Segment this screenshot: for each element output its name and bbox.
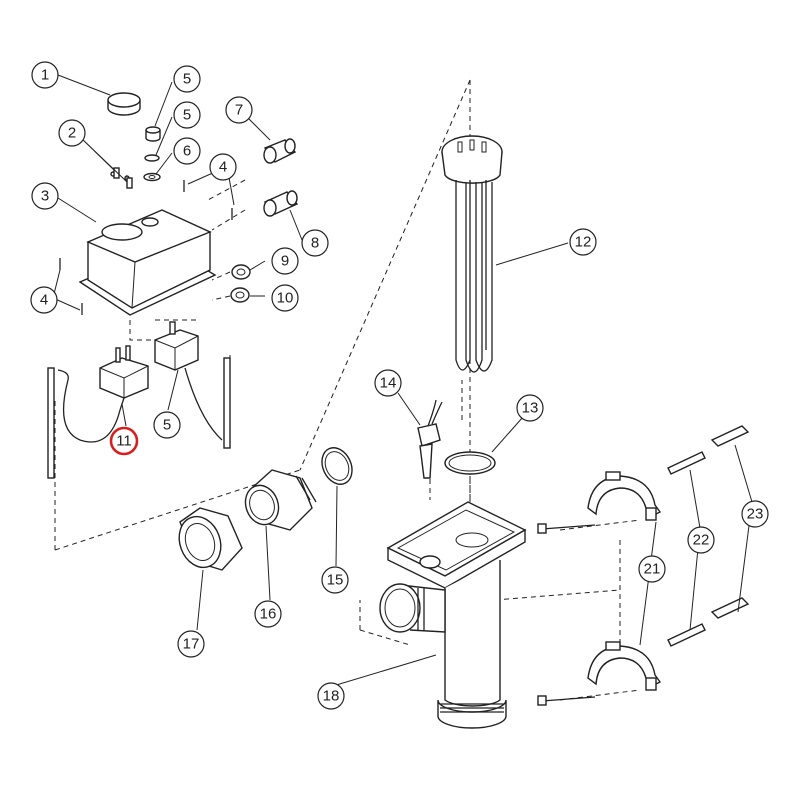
callout-5-lower-label: 5 (163, 417, 171, 434)
callout-8: 8 (301, 229, 329, 257)
part-17-union-nut (178, 507, 243, 571)
callout-13-label: 13 (522, 400, 539, 417)
part-10-nut (230, 287, 250, 303)
callout-3: 3 (31, 182, 59, 210)
callout-10-label: 10 (277, 290, 294, 307)
callout-5-mid: 5 (173, 101, 201, 129)
part-15-seal (321, 447, 353, 485)
callout-5-mid-label: 5 (183, 107, 191, 124)
part-1-cap (107, 92, 141, 116)
callout-21: 21 (638, 555, 666, 583)
callout-18-label: 18 (323, 688, 340, 705)
callout-14-label: 14 (380, 375, 397, 392)
callout-5-lower: 5 (153, 411, 181, 439)
leader-lines (52, 74, 753, 687)
part-7-cable-gland (263, 138, 297, 164)
callout-23: 23 (741, 500, 769, 528)
part-14-sensor (417, 399, 443, 479)
callout-9-label: 9 (281, 253, 289, 270)
callout-9: 9 (271, 247, 299, 275)
callout-3-label: 3 (41, 188, 49, 205)
callout-16: 16 (254, 600, 282, 628)
callout-2-label: 2 (68, 125, 76, 142)
callout-16-label: 16 (260, 606, 277, 623)
callout-22: 22 (687, 526, 715, 554)
part-5-plug-stack (143, 126, 161, 182)
callout-23-label: 23 (747, 506, 764, 523)
callout-11: 11 (109, 426, 139, 456)
callout-10: 10 (271, 284, 299, 312)
callout-15: 15 (321, 566, 349, 594)
callout-4-top: 4 (209, 153, 237, 181)
callout-5-top: 5 (173, 65, 201, 93)
part-18-vessel-body (379, 501, 527, 729)
part-2-screws (113, 167, 133, 189)
part-11-terminal-block (47, 345, 149, 479)
callout-5-top-label: 5 (183, 71, 191, 88)
callout-17-label: 17 (183, 636, 200, 653)
part-8-cable-gland (263, 190, 299, 217)
part-21-clamp-lower (537, 641, 662, 706)
part-16-fitting (244, 469, 317, 531)
callout-4-top-label: 4 (219, 159, 227, 176)
callout-1: 1 (31, 61, 59, 89)
callout-1-label: 1 (41, 67, 49, 84)
part-12-heating-element (441, 135, 503, 373)
callout-2: 2 (58, 119, 86, 147)
part-23-wall-anchors (710, 425, 750, 619)
callout-14: 14 (374, 369, 402, 397)
callout-12-label: 12 (575, 234, 592, 251)
part-13-oring (444, 451, 496, 475)
callout-13: 13 (516, 394, 544, 422)
part-9-nut (231, 264, 251, 280)
part-22-threaded-rods (667, 451, 706, 647)
callout-4-left: 4 (30, 286, 58, 314)
callout-7: 7 (225, 96, 253, 124)
callout-18: 18 (317, 682, 345, 710)
part-3-control-box (78, 171, 217, 316)
part-21-clamp-upper (537, 471, 662, 534)
callout-21-label: 21 (644, 561, 661, 578)
callout-12: 12 (569, 228, 597, 256)
callout-8-label: 8 (311, 235, 319, 252)
callout-15-label: 15 (327, 572, 344, 589)
callout-6: 6 (173, 137, 201, 165)
callout-6-label: 6 (183, 143, 191, 160)
callout-22-label: 22 (693, 532, 710, 549)
callout-4-left-label: 4 (40, 292, 48, 309)
callout-11-label: 11 (116, 433, 132, 450)
callout-7-label: 7 (235, 102, 243, 119)
callout-17: 17 (177, 630, 205, 658)
part-5-terminal-block (154, 321, 231, 449)
part-4-screws (59, 180, 233, 315)
